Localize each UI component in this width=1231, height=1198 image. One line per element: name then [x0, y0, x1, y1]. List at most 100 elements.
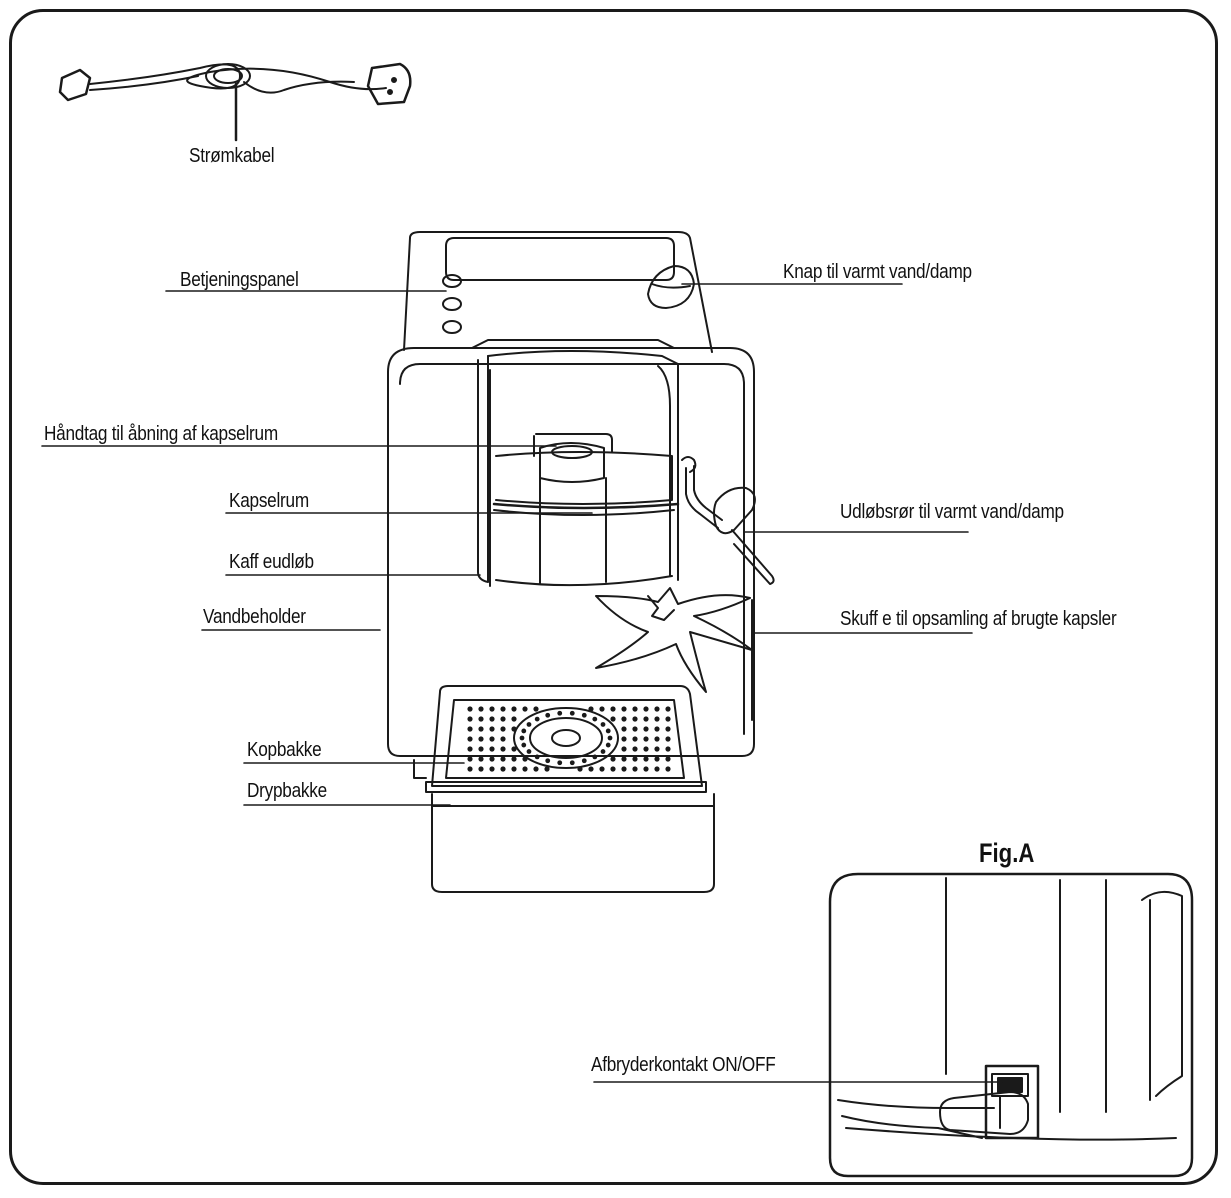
- tray-hole: [654, 736, 660, 742]
- tray-hole: [665, 716, 671, 722]
- tray-hole: [478, 746, 484, 752]
- tray-ring-hole: [557, 760, 563, 766]
- tray-hole: [632, 706, 638, 712]
- tray-hole: [665, 766, 671, 772]
- tray-hole: [478, 736, 484, 742]
- tray-hole: [665, 736, 671, 742]
- tray-ring-hole: [526, 722, 532, 727]
- tray-hole: [599, 706, 605, 712]
- tray-hole: [511, 746, 517, 752]
- tray-ring-hole: [557, 710, 563, 716]
- tray-ring-hole: [545, 758, 551, 764]
- coffee-machine-illustration: [387, 231, 775, 893]
- tray-hole: [533, 766, 539, 772]
- tray-ring-hole: [545, 712, 551, 718]
- hot-water-button-label: Knap til varmt vand/damp: [783, 261, 972, 283]
- tray-hole: [478, 716, 484, 722]
- tray-hole: [500, 746, 506, 752]
- tray-hole: [654, 746, 660, 752]
- tray-hole: [643, 716, 649, 722]
- tray-hole: [654, 756, 660, 762]
- tray-hole: [467, 706, 473, 712]
- capsule-handle-label: Håndtag til åbning af kapselrum: [44, 423, 278, 445]
- tray-ring-hole: [605, 728, 611, 734]
- power-switch-label: Afbryderkontakt ON/OFF: [591, 1054, 776, 1076]
- tray-hole: [665, 726, 671, 732]
- tray-hole: [511, 726, 517, 732]
- tray-hole: [643, 766, 649, 772]
- steam-nozzle-label: Udløbsrør til varmt vand/damp: [840, 501, 1064, 523]
- coffee-outlet-label: Kaff eudløb: [229, 551, 314, 573]
- tray-ring-hole: [581, 758, 587, 764]
- tray-hole: [610, 706, 616, 712]
- tray-hole: [500, 766, 506, 772]
- tray-hole: [511, 766, 517, 772]
- tray-ring-hole: [605, 742, 611, 748]
- tray-hole: [478, 706, 484, 712]
- tray-hole: [621, 726, 627, 732]
- tray-ring-hole: [534, 716, 540, 722]
- tray-ring-hole: [581, 712, 587, 718]
- power-cable-label: Strømkabel: [189, 145, 275, 167]
- tray-hole: [643, 746, 649, 752]
- tray-ring-hole: [519, 735, 525, 741]
- tray-hole: [511, 716, 517, 722]
- power-cable-illustration: [58, 62, 412, 142]
- tray-hole: [665, 746, 671, 752]
- tray-hole: [500, 736, 506, 742]
- capsule-chamber-label: Kapselrum: [229, 490, 309, 512]
- figure-title: Fig.A: [979, 838, 1035, 868]
- tray-ring-hole: [607, 735, 613, 741]
- tray-hole: [533, 706, 539, 712]
- tray-hole: [467, 716, 473, 722]
- tray-hole: [467, 746, 473, 752]
- tray-hole: [621, 766, 627, 772]
- tray-hole: [610, 716, 616, 722]
- tray-hole: [588, 706, 594, 712]
- tray-hole: [489, 746, 495, 752]
- tray-ring-hole: [592, 754, 598, 760]
- tray-hole: [643, 706, 649, 712]
- tray-hole: [522, 766, 528, 772]
- tray-hole: [467, 736, 473, 742]
- tray-hole: [632, 746, 638, 752]
- tray-hole: [632, 726, 638, 732]
- tray-hole: [632, 756, 638, 762]
- tray-hole: [632, 766, 638, 772]
- tray-ring-hole: [569, 760, 575, 766]
- tray-hole: [478, 756, 484, 762]
- diagram-frame: [9, 9, 1218, 1185]
- tray-hole: [588, 766, 594, 772]
- tray-hole: [478, 726, 484, 732]
- tray-ring-hole: [534, 754, 540, 760]
- tray-hole: [643, 726, 649, 732]
- tray-hole: [621, 746, 627, 752]
- tray-hole: [621, 716, 627, 722]
- tray-hole: [511, 706, 517, 712]
- tray-hole: [621, 756, 627, 762]
- tray-hole: [654, 706, 660, 712]
- tray-hole: [489, 756, 495, 762]
- tray-hole: [621, 736, 627, 742]
- tray-hole: [467, 726, 473, 732]
- tray-hole: [500, 706, 506, 712]
- control-panel-label: Betjeningspanel: [180, 269, 299, 291]
- tray-hole: [610, 766, 616, 772]
- tray-hole: [489, 716, 495, 722]
- tray-ring-hole: [600, 749, 606, 754]
- tray-hole: [610, 756, 616, 762]
- tray-hole: [511, 756, 517, 762]
- tray-ring-hole: [526, 749, 532, 754]
- tray-hole: [478, 766, 484, 772]
- leader-lines: [41, 283, 1003, 1083]
- drip-tray-label: Drypbakke: [247, 780, 327, 802]
- tray-hole: [522, 706, 528, 712]
- tray-hole: [500, 726, 506, 732]
- tray-hole: [665, 706, 671, 712]
- tray-hole: [654, 726, 660, 732]
- tray-hole: [654, 716, 660, 722]
- fig-a-inset: [828, 872, 1194, 1178]
- tray-hole: [489, 726, 495, 732]
- tray-hole: [643, 756, 649, 762]
